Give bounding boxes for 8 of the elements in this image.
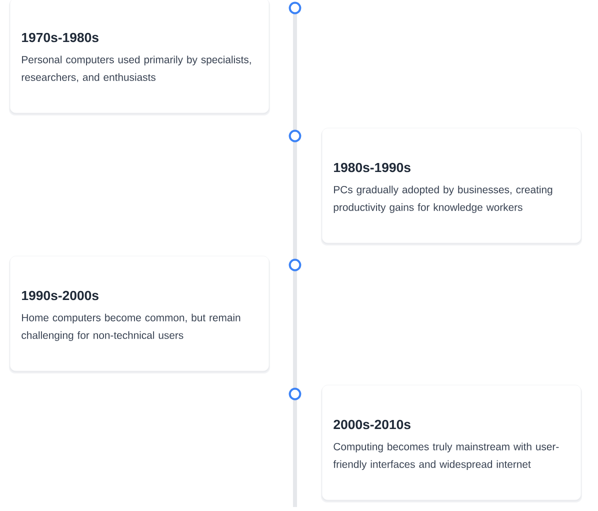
card-heading: 2000s-2010s [334,420,410,430]
card-description: Computing becomes truly mainstream with user-friendly interfaces and widespread internet [333,442,559,470]
card-description: Personal computers used primarily by specialists, researchers, and enthusiasts [22,56,251,82]
card-heading: 1990s-2000s [22,290,98,300]
card-heading: 1980s-1990s [334,162,410,172]
card-heading: 1970s-1980s [22,32,98,42]
card-description: Home computers become common, but remain challenging for non-technical users [22,314,240,341]
card-description: PCs gradually adopted by businesses, creating productivity gains for knowledge workers [334,186,552,213]
